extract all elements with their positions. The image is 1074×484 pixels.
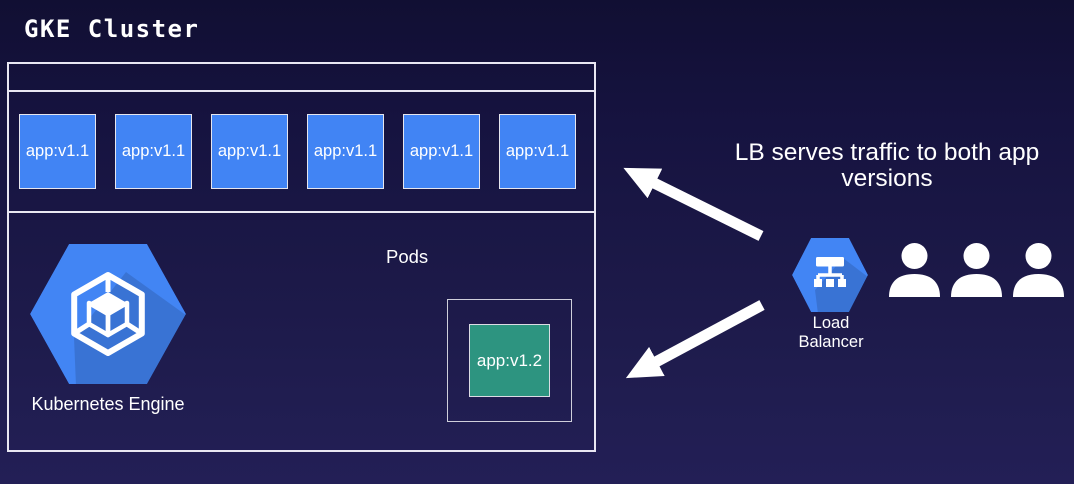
user-icon — [889, 243, 940, 297]
arrow-to-v2-pod — [625, 300, 765, 379]
load-balancer-label-line1: Load — [812, 314, 850, 332]
user-icon — [1013, 243, 1064, 297]
kubernetes-engine-label: Kubernetes Engine — [31, 394, 185, 414]
pod-v1-box: app:v1.1 — [115, 114, 192, 189]
kubernetes-engine-icon — [30, 244, 186, 386]
load-balancer-label-line2: Balancer — [798, 332, 864, 351]
pod-label: app:v1.1 — [25, 142, 90, 160]
cluster-boundary: app:v1.1 app:v1.1 app:v1.1 app:v1.1 app:… — [7, 62, 596, 452]
pod-v1-box: app:v1.1 — [307, 114, 384, 189]
pod-v1-box: app:v1.1 — [19, 114, 96, 189]
lb-annotation-line1: LB serves traffic to both app — [734, 139, 1040, 166]
pod-v1-box: app:v1.1 — [211, 114, 288, 189]
cluster-header-strip — [9, 64, 594, 92]
user-icon — [951, 243, 1002, 297]
pod-label: app:v1.2 — [476, 350, 543, 370]
users-group — [888, 243, 1065, 297]
lb-annotation: LB serves traffic to both app versions — [700, 140, 1074, 192]
load-balancer-label: Load Balancer — [771, 314, 891, 351]
pod-v1-box: app:v1.1 — [403, 114, 480, 189]
pod-v1-box: app:v1.1 — [499, 114, 576, 189]
pods-label: Pods — [386, 246, 429, 267]
pod-label: app:v1.1 — [217, 142, 282, 160]
canary-pod-boundary: app:v1.2 — [447, 299, 572, 422]
pod-v2-box: app:v1.2 — [469, 324, 550, 397]
diagram-title: GKE Cluster — [24, 15, 200, 43]
lb-annotation-line2: versions — [841, 165, 933, 192]
pods-row: app:v1.1 app:v1.1 app:v1.1 app:v1.1 app:… — [9, 92, 594, 213]
pod-label: app:v1.1 — [121, 142, 186, 160]
load-balancer-icon — [792, 238, 868, 312]
pod-label: app:v1.1 — [313, 142, 378, 160]
pod-label: app:v1.1 — [409, 142, 474, 160]
pod-label: app:v1.1 — [505, 142, 570, 160]
